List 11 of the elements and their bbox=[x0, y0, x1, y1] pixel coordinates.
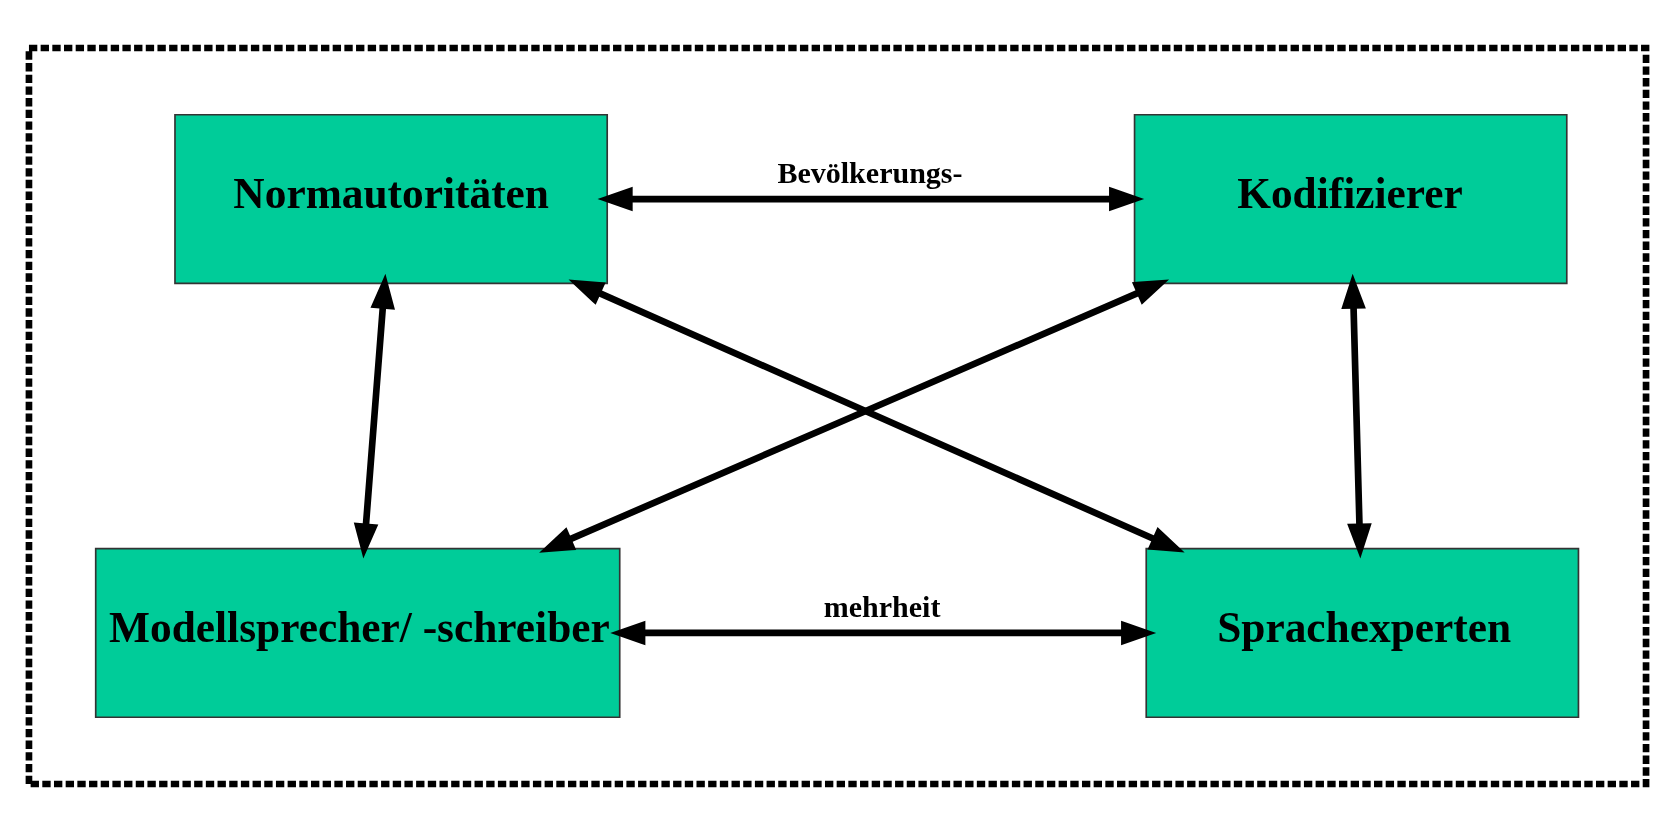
edge-label: Bevölkerungs- bbox=[777, 155, 963, 189]
arrow bbox=[597, 186, 1145, 211]
edge-label: mehrheit bbox=[823, 589, 941, 623]
arrow bbox=[353, 273, 395, 559]
arrow bbox=[610, 620, 1157, 645]
node-box: Kodifizierer bbox=[1133, 113, 1568, 284]
node-box: Sprachexperten bbox=[1145, 547, 1580, 718]
node-box: Modellsprecher/ -schreiber bbox=[94, 547, 621, 718]
cluster bbox=[25, 44, 1650, 787]
node-box: Normautoritäten bbox=[174, 113, 609, 284]
arrow bbox=[1341, 273, 1372, 559]
